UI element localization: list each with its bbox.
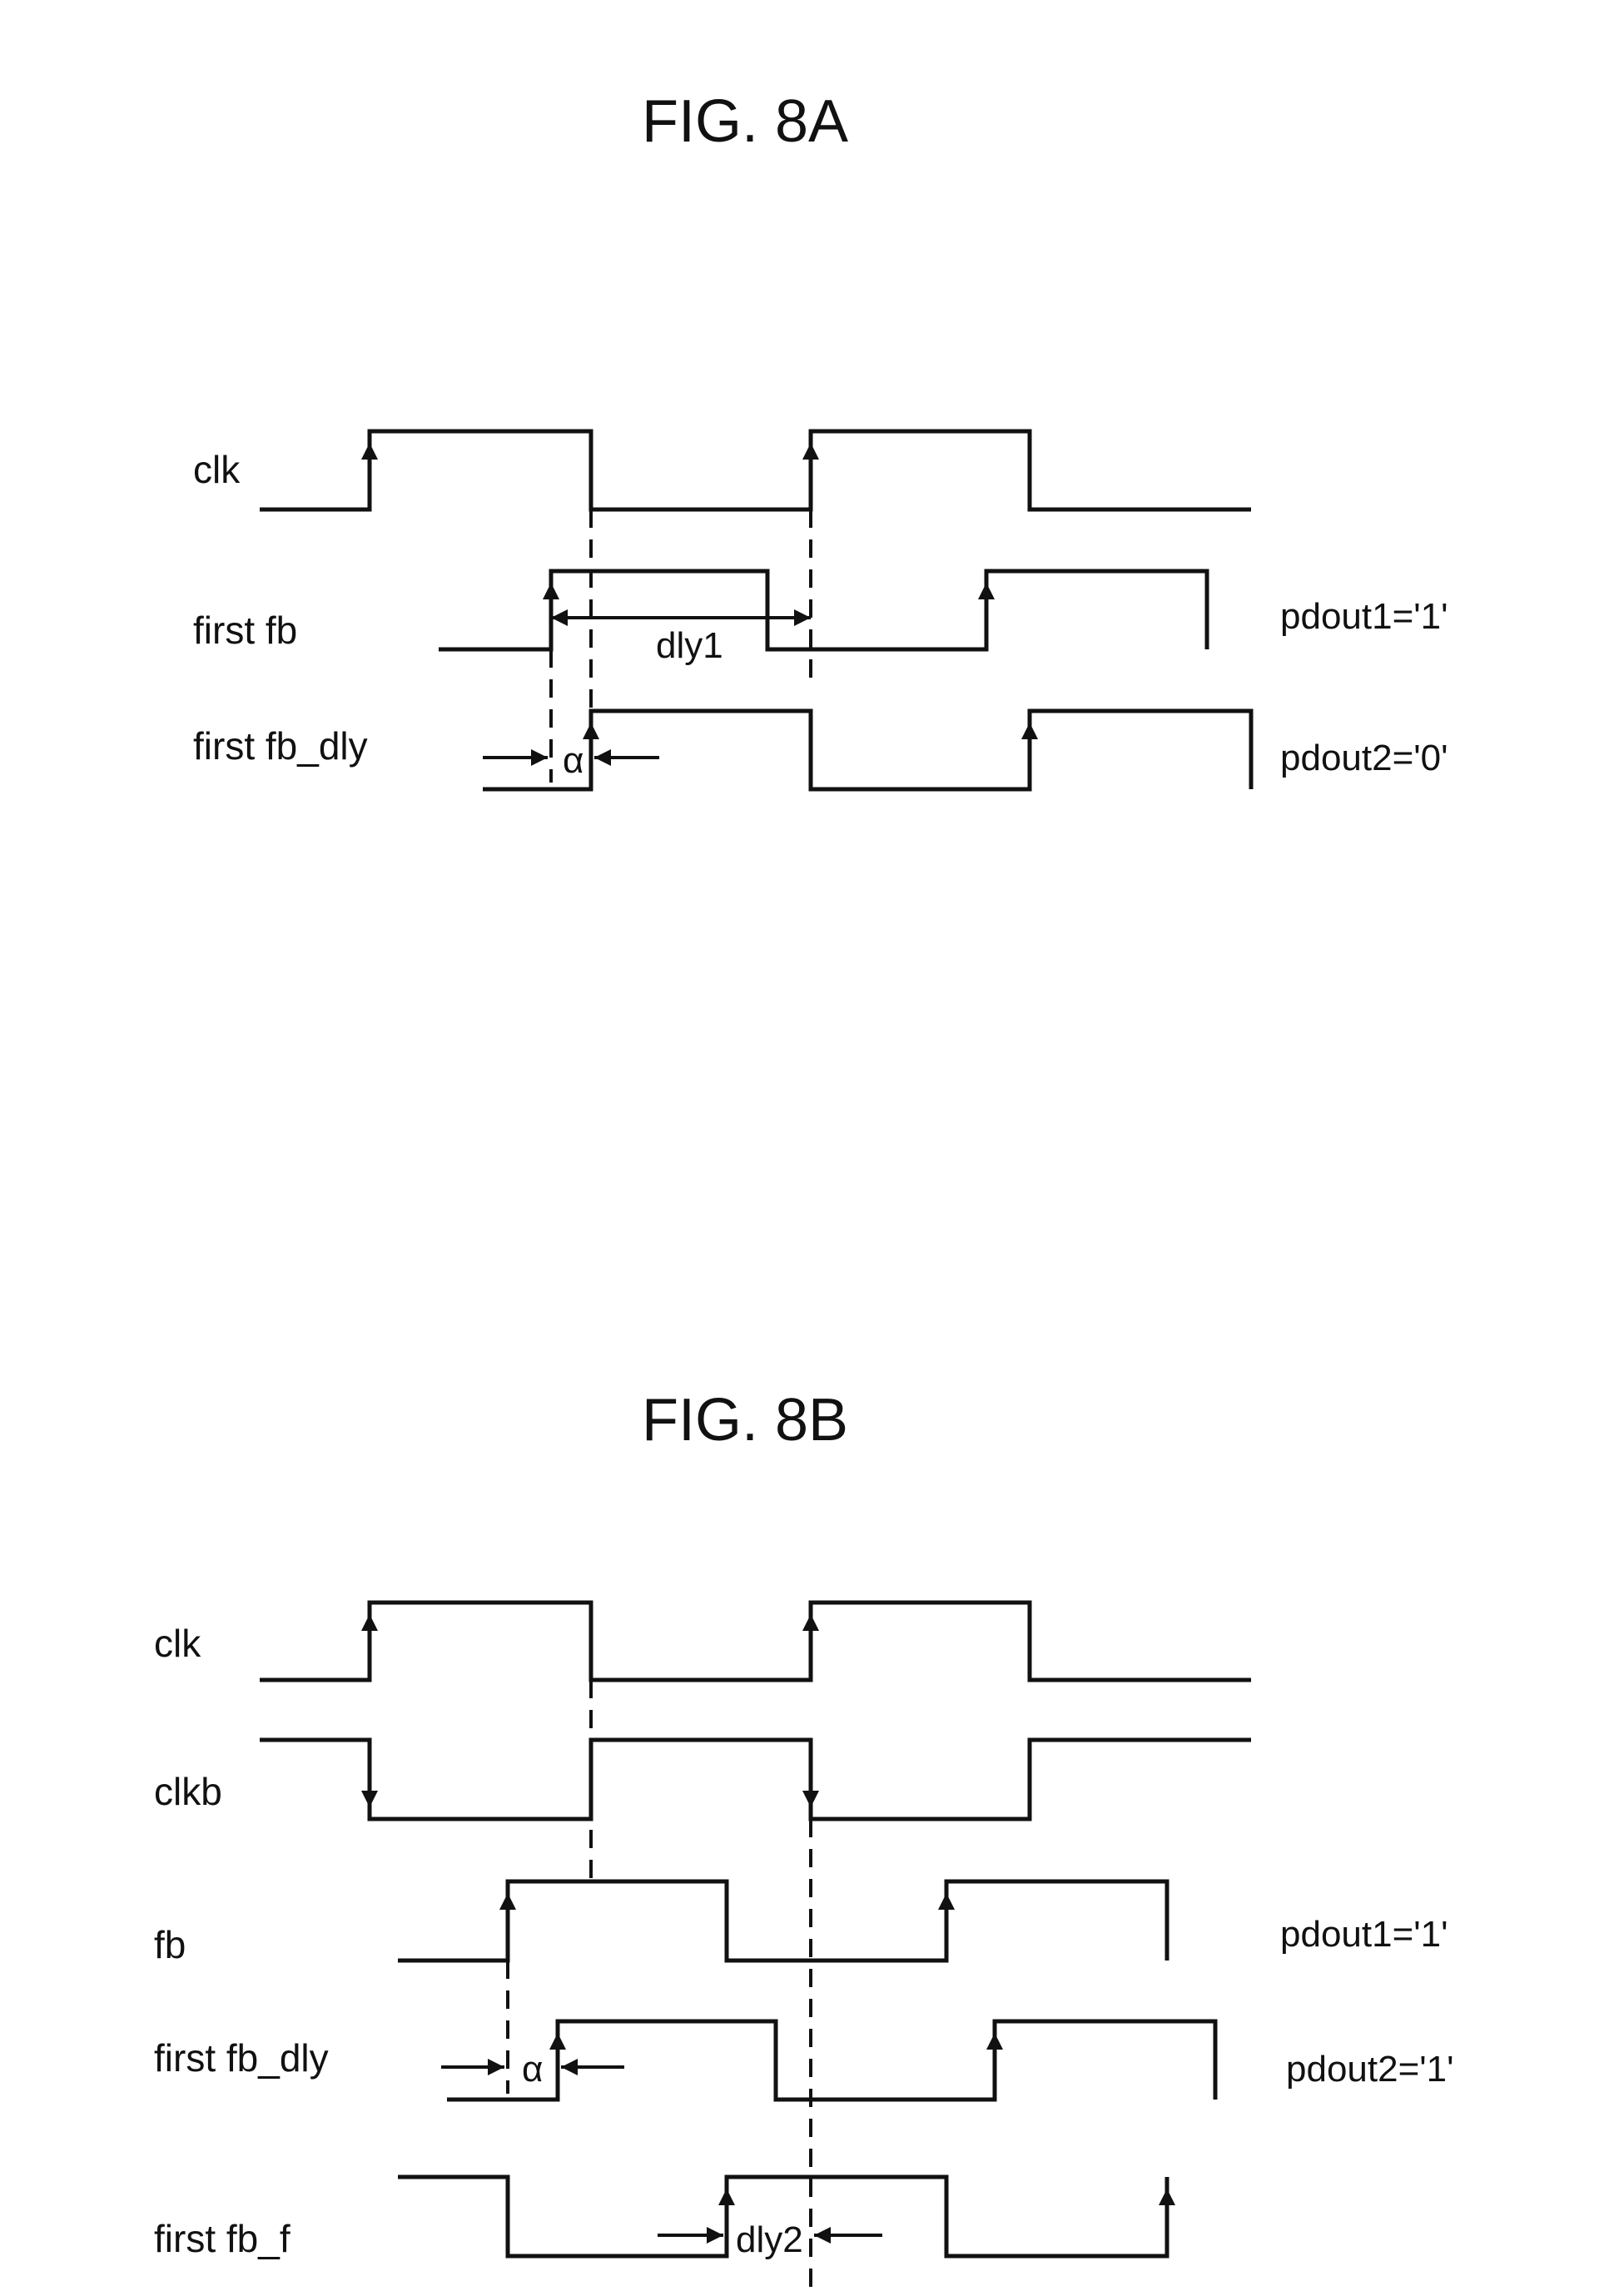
fig8b-pdout2-label: pdout2='1' [1286,2049,1454,2090]
fig8b-label-fb: fb [154,1923,186,1966]
fig8b-clkb-waveform [260,1737,1251,1821]
fig8b-label-first-fb-f: first fb_f [154,2217,291,2260]
fig8a-first-fb-dly-waveform [483,708,1254,792]
fig8a-pdout1-label: pdout1='1' [1280,596,1448,637]
fig8b-label-clk: clk [154,1622,201,1665]
fig8a-pdout2-label: pdout2='0' [1280,738,1448,778]
fig8b-label-first-fb-dly: first fb_dly [154,2036,329,2080]
fig8a-label-first-fb-dly: first fb_dly [193,724,368,768]
fig8a-first-fb-waveform [439,569,1209,652]
fig8b-dly2-label: dly2 [736,2219,803,2260]
figure-8b: FIG. 8B clk clkb fb first fb_dly first f… [154,1387,1454,2296]
fig8a-dly1-label: dly1 [656,625,723,666]
figure-8a: FIG. 8A clk first fb first fb_dly dly1 α… [193,88,1448,792]
figure-8a-title: FIG. 8A [642,88,848,155]
fig8a-label-first-fb: first fb [193,609,297,652]
fig8b-clk-waveform [260,1600,1251,1682]
fig8b-alpha-label: α [522,2049,543,2090]
fig8b-fb-waveform [398,1879,1169,1963]
fig8b-pdout1-label: pdout1='1' [1280,1914,1448,1955]
fig8b-first-fb-dly-waveform [447,2019,1218,2102]
fig8b-label-clkb: clkb [154,1770,222,1813]
fig8a-alpha-label: α [563,740,583,781]
fig8a-label-clk: clk [193,448,241,491]
figure-8b-title: FIG. 8B [642,1387,848,1454]
fig8b-first-fb-f-waveform [398,2174,1169,2259]
fig8a-clk-waveform [260,429,1251,512]
